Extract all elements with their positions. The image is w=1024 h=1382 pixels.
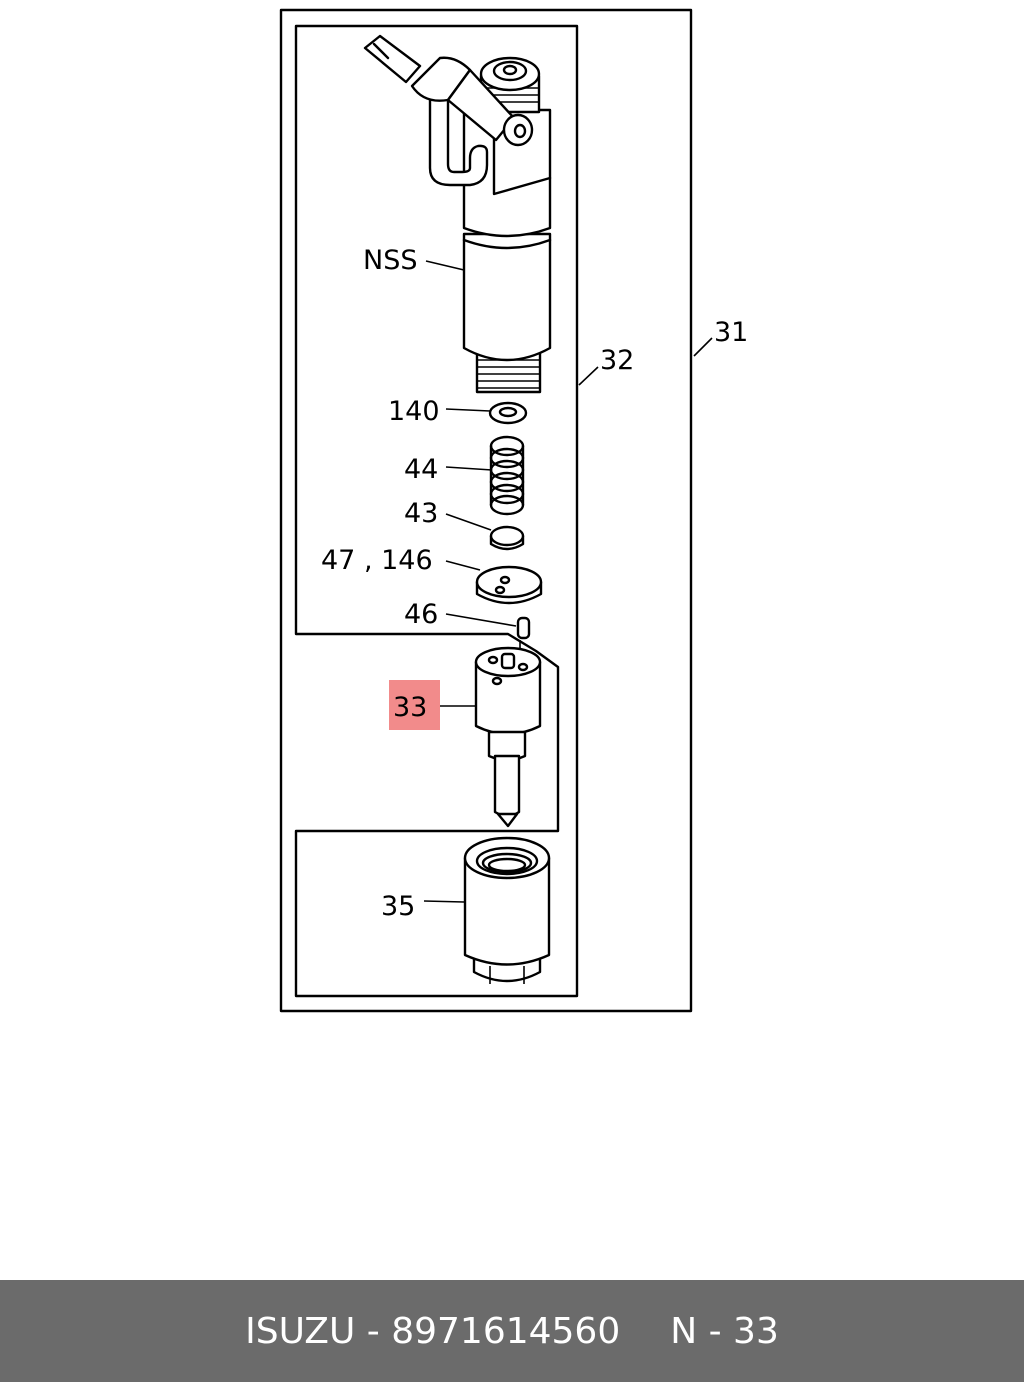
part-number-text: ISUZU - 8971614560: [245, 1310, 621, 1352]
leader-lines: [423, 260, 713, 903]
label-31: 31: [714, 317, 748, 348]
label-140: 140: [388, 396, 440, 427]
reference-text: N - 33: [670, 1310, 779, 1352]
highlight-33: [389, 680, 440, 730]
label-44: 44: [404, 454, 438, 485]
nozzle-33: [474, 646, 542, 828]
label-46: 46: [404, 599, 438, 630]
label-47-146: 47 , 146: [321, 545, 433, 576]
exploded-parts-diagram: 31 32 NSS 140 44 43 47 , 146 46 33 35: [279, 8, 748, 1013]
part-number-footer: ISUZU - 8971614560 N - 33: [0, 1280, 1024, 1382]
distance-piece-47-146: [475, 565, 543, 605]
label-35: 35: [381, 891, 415, 922]
washer-140: [488, 401, 528, 425]
label-nss: NSS: [363, 245, 417, 276]
retaining-nut-35: [463, 836, 551, 984]
spacer-43: [489, 525, 525, 551]
label-43: 43: [404, 498, 438, 529]
injector-holder-nss: [363, 34, 552, 394]
subassembly-frame-32: [294, 24, 579, 998]
label-33: 33: [393, 692, 427, 723]
assembly-frame-31: [279, 8, 693, 1013]
spring-44: [489, 435, 525, 516]
label-32: 32: [600, 345, 634, 376]
